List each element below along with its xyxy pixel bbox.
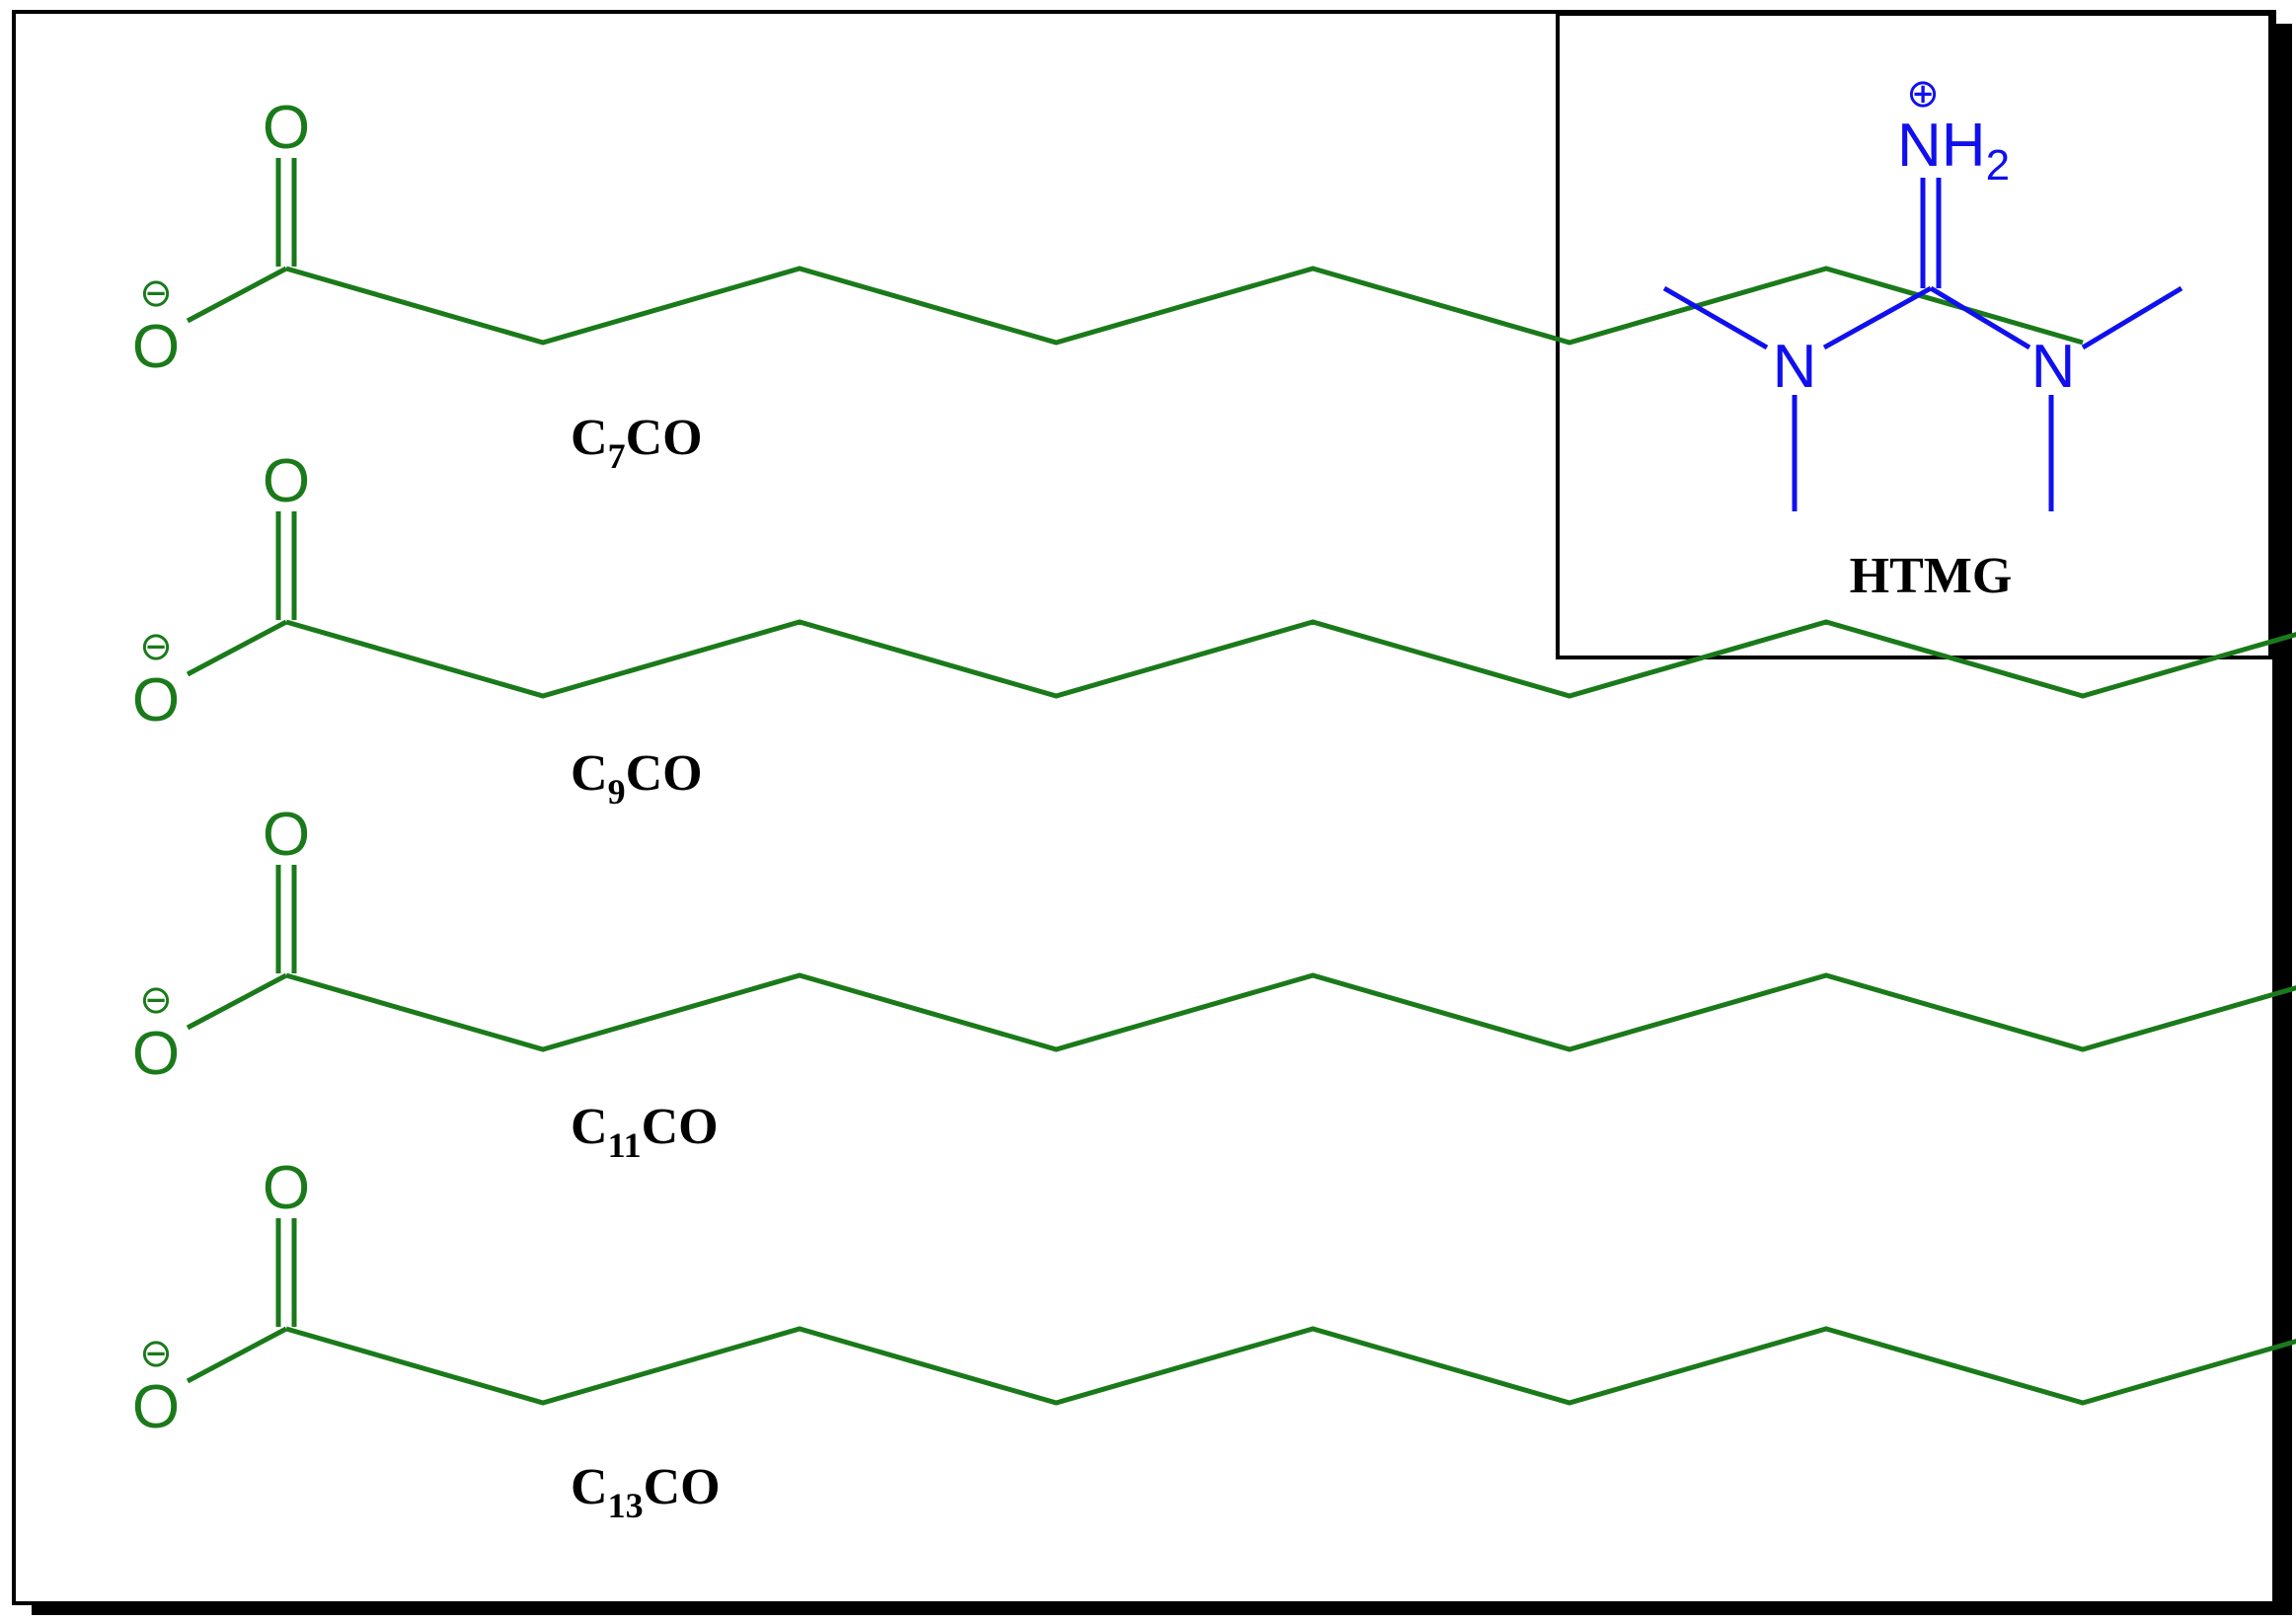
carboxylate-anion-c11: OO⊖C11CO (132, 801, 2296, 1165)
negative-charge-icon: ⊖ (139, 270, 173, 316)
alkyl-chain (285, 619, 2296, 699)
compound-label-c9: C9CO (571, 745, 703, 811)
positive-charge-icon: ⊕ (1906, 71, 1940, 116)
carbonyl-oxygen-label: O (263, 801, 310, 869)
carbonyl-oxygen-label: O (263, 447, 310, 515)
carboxylate-oxygen-label: O (132, 313, 180, 381)
carboxylate-oxygen-bond (186, 266, 288, 324)
compound-label-c11: C11CO (571, 1099, 719, 1165)
carboxylate-oxygen-label: O (132, 1020, 180, 1088)
right-nitrogen-label: N (2031, 333, 2076, 401)
cation-label: HTMG (1850, 548, 2013, 604)
carboxylate-oxygen-label: O (132, 666, 180, 734)
right-n-methyl-upper-bond (2081, 285, 2183, 350)
carboxylate-anion-c9: OO⊖C9CO (132, 447, 2296, 811)
carboxylate-anion-c13: OO⊖C13CO (132, 1154, 2296, 1525)
left-n-methyl-upper-bond (1662, 285, 1769, 350)
htmg-cation-structure: N N NH2⊕ HTMG (1662, 71, 2183, 604)
compound-label-c7: C7CO (571, 410, 703, 476)
negative-charge-icon: ⊖ (139, 1331, 173, 1376)
carboxylate-oxygen-bond (186, 619, 288, 677)
carboxylate-anion-c7: OO⊖C7CO (132, 94, 2084, 476)
ammonium-nh2-label: NH2 (1897, 112, 2010, 190)
carboxylate-oxygen-label: O (132, 1373, 180, 1441)
carboxylate-oxygen-bond (186, 1326, 288, 1384)
alkyl-chain (285, 1326, 2296, 1406)
central-to-right-n-bond (1929, 285, 2031, 350)
left-nitrogen-label: N (1773, 333, 1817, 401)
alkyl-chain (285, 266, 2084, 346)
carboxylate-oxygen-bond (186, 972, 288, 1031)
carbonyl-oxygen-label: O (263, 1154, 310, 1222)
negative-charge-icon: ⊖ (139, 624, 173, 669)
compound-label-c13: C13CO (571, 1459, 721, 1525)
cation-inset-frame (1556, 12, 2272, 659)
central-to-left-n-bond (1822, 285, 1933, 350)
alkyl-chain (285, 972, 2296, 1052)
carbonyl-oxygen-label: O (263, 94, 310, 162)
negative-charge-icon: ⊖ (139, 977, 173, 1023)
